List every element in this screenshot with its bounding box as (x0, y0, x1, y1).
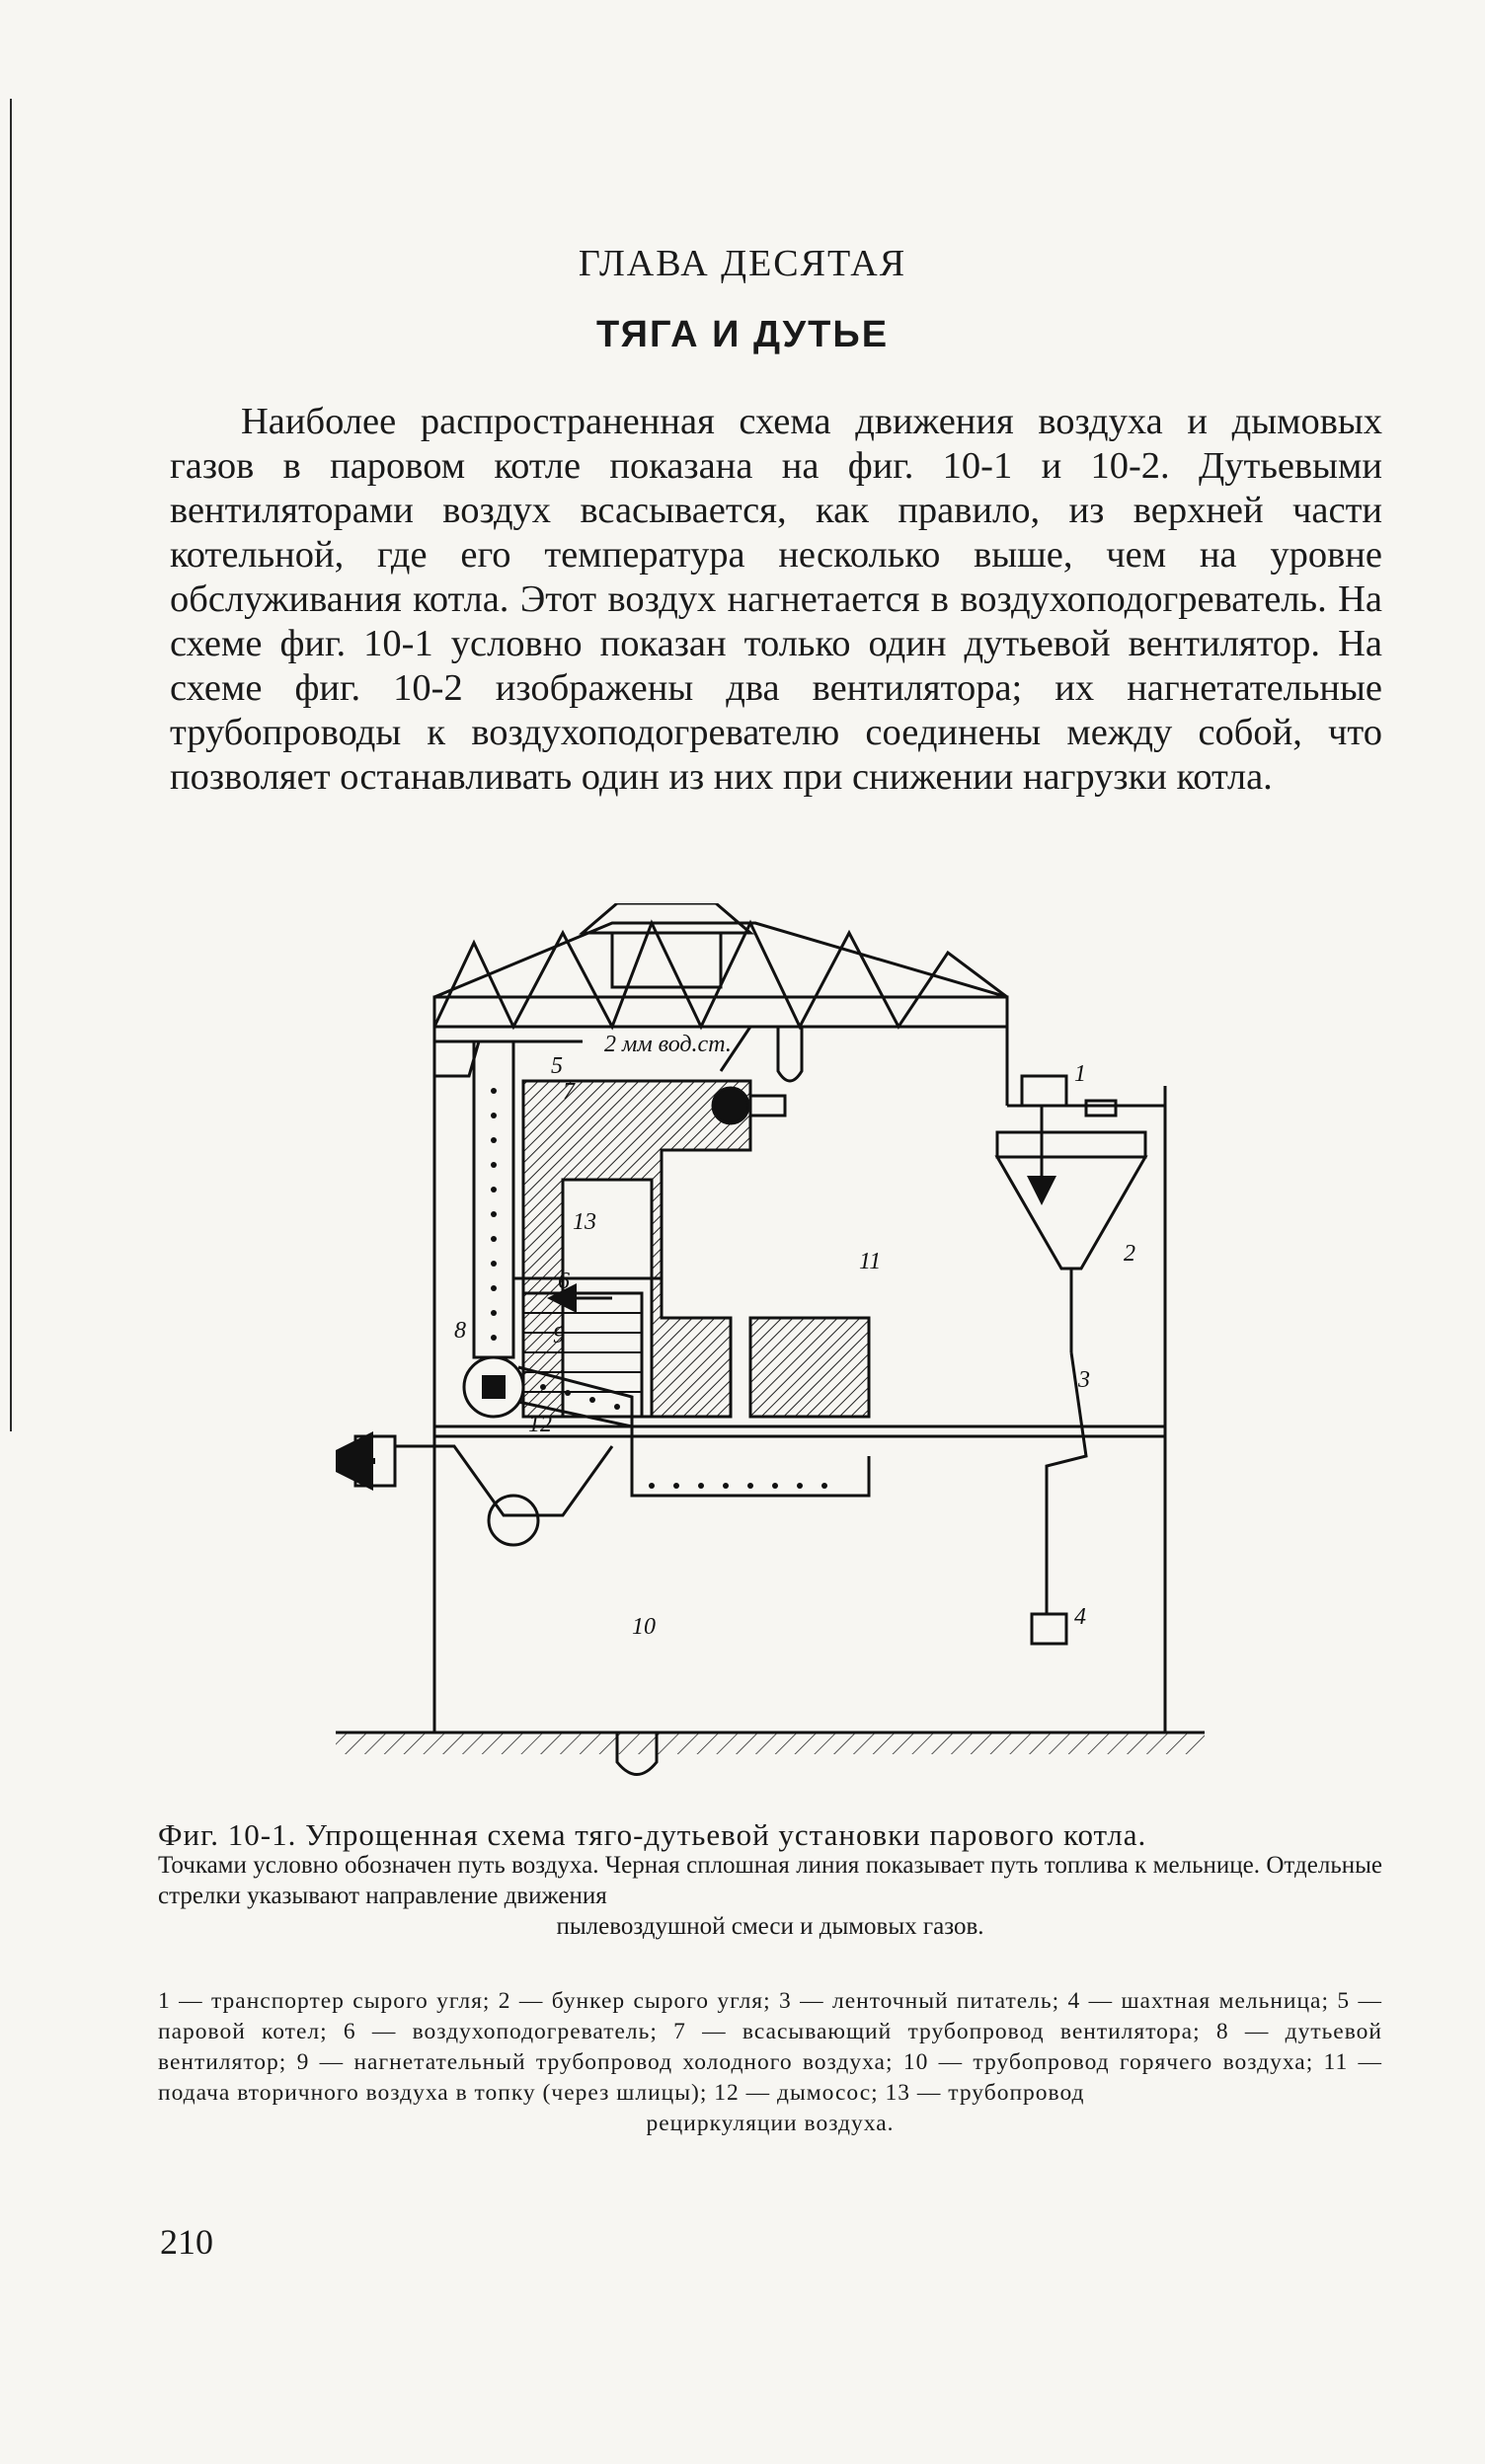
label-1: 1 (1074, 1061, 1086, 1087)
label-9: 9 (553, 1323, 565, 1348)
cold-air-pipe-9 (517, 1365, 634, 1428)
pressure-gauge (711, 1025, 804, 1125)
legend-last-line: рециркуляции воздуха. (646, 2111, 895, 2136)
figure-legend: 1 — транспортер сырого угля; 2 — бункер … (158, 1986, 1382, 2139)
label-8: 8 (454, 1318, 466, 1344)
transporter-1 (1020, 1074, 1118, 1117)
label-6: 6 (558, 1269, 570, 1294)
figure-caption: Фиг. 10-1. Упрощенная схема тяго-дутьево… (158, 1819, 1382, 1942)
caption-text: Точками условно обозначен путь воздуха. … (158, 1852, 1382, 1909)
page-number: 210 (160, 2222, 213, 2262)
label-4: 4 (1074, 1604, 1086, 1630)
label-5: 5 (551, 1053, 563, 1079)
fan-8 (462, 1355, 525, 1419)
exhauster-12 (353, 1434, 614, 1547)
label-12: 12 (528, 1412, 552, 1437)
label-11: 11 (859, 1249, 881, 1274)
legend-text: 1 — транспортер сырого угля; 2 — бункер … (158, 1988, 1382, 2106)
building-outline (432, 903, 1167, 1732)
body-paragraph: Наиболее распространенная схема движения… (170, 401, 1382, 798)
hot-air-pipe-10 (630, 1417, 871, 1498)
bunker-2 (994, 1130, 1148, 1646)
label-pressure: 2 мм вод.ст. (604, 1032, 732, 1057)
label-3: 3 (1077, 1367, 1090, 1393)
figure-diagram: 1 2 3 4 5 6 7 8 9 10 11 12 13 2 мм вод.с… (336, 903, 1205, 1776)
caption-last-line: пылевоздушной смеси и дымовых газов. (556, 1913, 984, 1940)
ground-hatch (336, 1732, 1205, 1754)
boiler-5 (521, 1079, 752, 1419)
caption-lead: Фиг. 10-1. Упрощенная схема тяго-дутьево… (158, 1817, 1147, 1852)
margin-line (10, 99, 12, 1431)
label-7: 7 (563, 1079, 576, 1105)
label-2: 2 (1124, 1241, 1135, 1267)
chapter-heading: ГЛАВА ДЕСЯТАЯ (578, 243, 907, 284)
chapter-title: ТЯГА И ДУТЬЕ (595, 314, 890, 355)
label-13: 13 (573, 1209, 596, 1235)
label-10: 10 (632, 1614, 656, 1640)
